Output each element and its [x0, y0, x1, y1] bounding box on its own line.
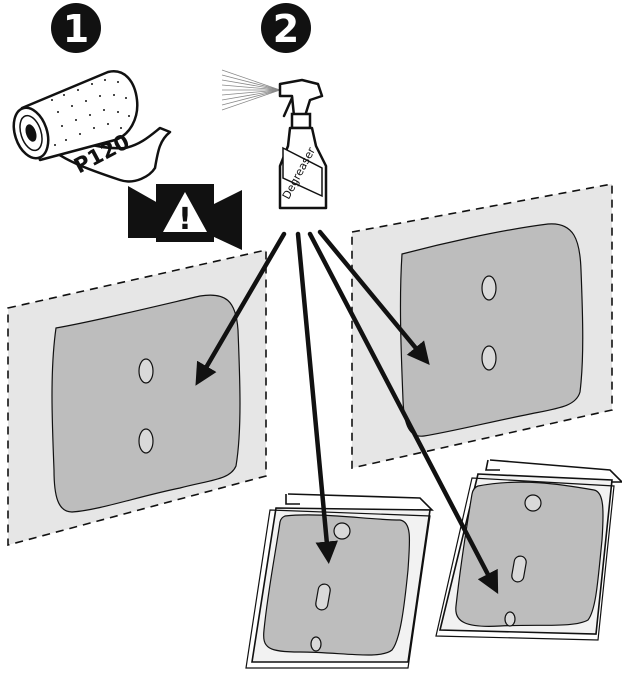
bottom-left-bracket-slot	[315, 583, 331, 611]
left-panel-hole-lower	[138, 428, 154, 454]
warning-exclamation: !	[178, 202, 192, 237]
bottom-right-bracket-hole-bottom	[504, 611, 516, 627]
bottom-left-bracket	[245, 493, 434, 669]
right-panel-hole-lower	[481, 345, 497, 371]
left-panel	[7, 249, 267, 547]
warning-sign: !	[128, 184, 242, 250]
bottom-left-bracket-hole-top	[333, 522, 351, 540]
sandpaper-roll-body	[20, 70, 139, 162]
sandpaper-grit-dots	[51, 79, 130, 146]
bottom-left-bracket-hole-bottom	[310, 636, 322, 652]
bottom-right-bracket-hole-top	[524, 494, 542, 512]
left-panel-cleaned-surface	[51, 294, 241, 513]
arrow-to-bottom-right-bracket	[307, 231, 499, 594]
step-badge-2: 2	[261, 3, 311, 53]
warning-triangle-icon	[163, 192, 207, 232]
right-panel-cleaned-surface	[399, 223, 584, 437]
degreaser-spray-bottle: Degreaser	[221, 69, 328, 210]
left-panel-hole-upper	[138, 358, 154, 384]
step-number-1: 1	[63, 7, 89, 51]
right-panel	[351, 183, 613, 469]
step-badge-1: 1	[51, 3, 101, 53]
sandpaper-roll: P120	[12, 70, 172, 183]
spray-mist	[221, 69, 281, 111]
bottom-right-bracket-slot	[511, 555, 527, 583]
arrow-to-right-panel	[317, 229, 430, 365]
step-number-2: 2	[273, 7, 299, 51]
spray-arrows	[195, 229, 499, 594]
arrow-to-bottom-left-bracket	[295, 231, 338, 564]
bottom-right-bracket	[435, 459, 622, 641]
right-panel-hole-upper	[481, 275, 497, 301]
arrow-to-left-panel	[195, 231, 287, 386]
bottom-left-bracket-cleaned-surface	[263, 514, 411, 656]
